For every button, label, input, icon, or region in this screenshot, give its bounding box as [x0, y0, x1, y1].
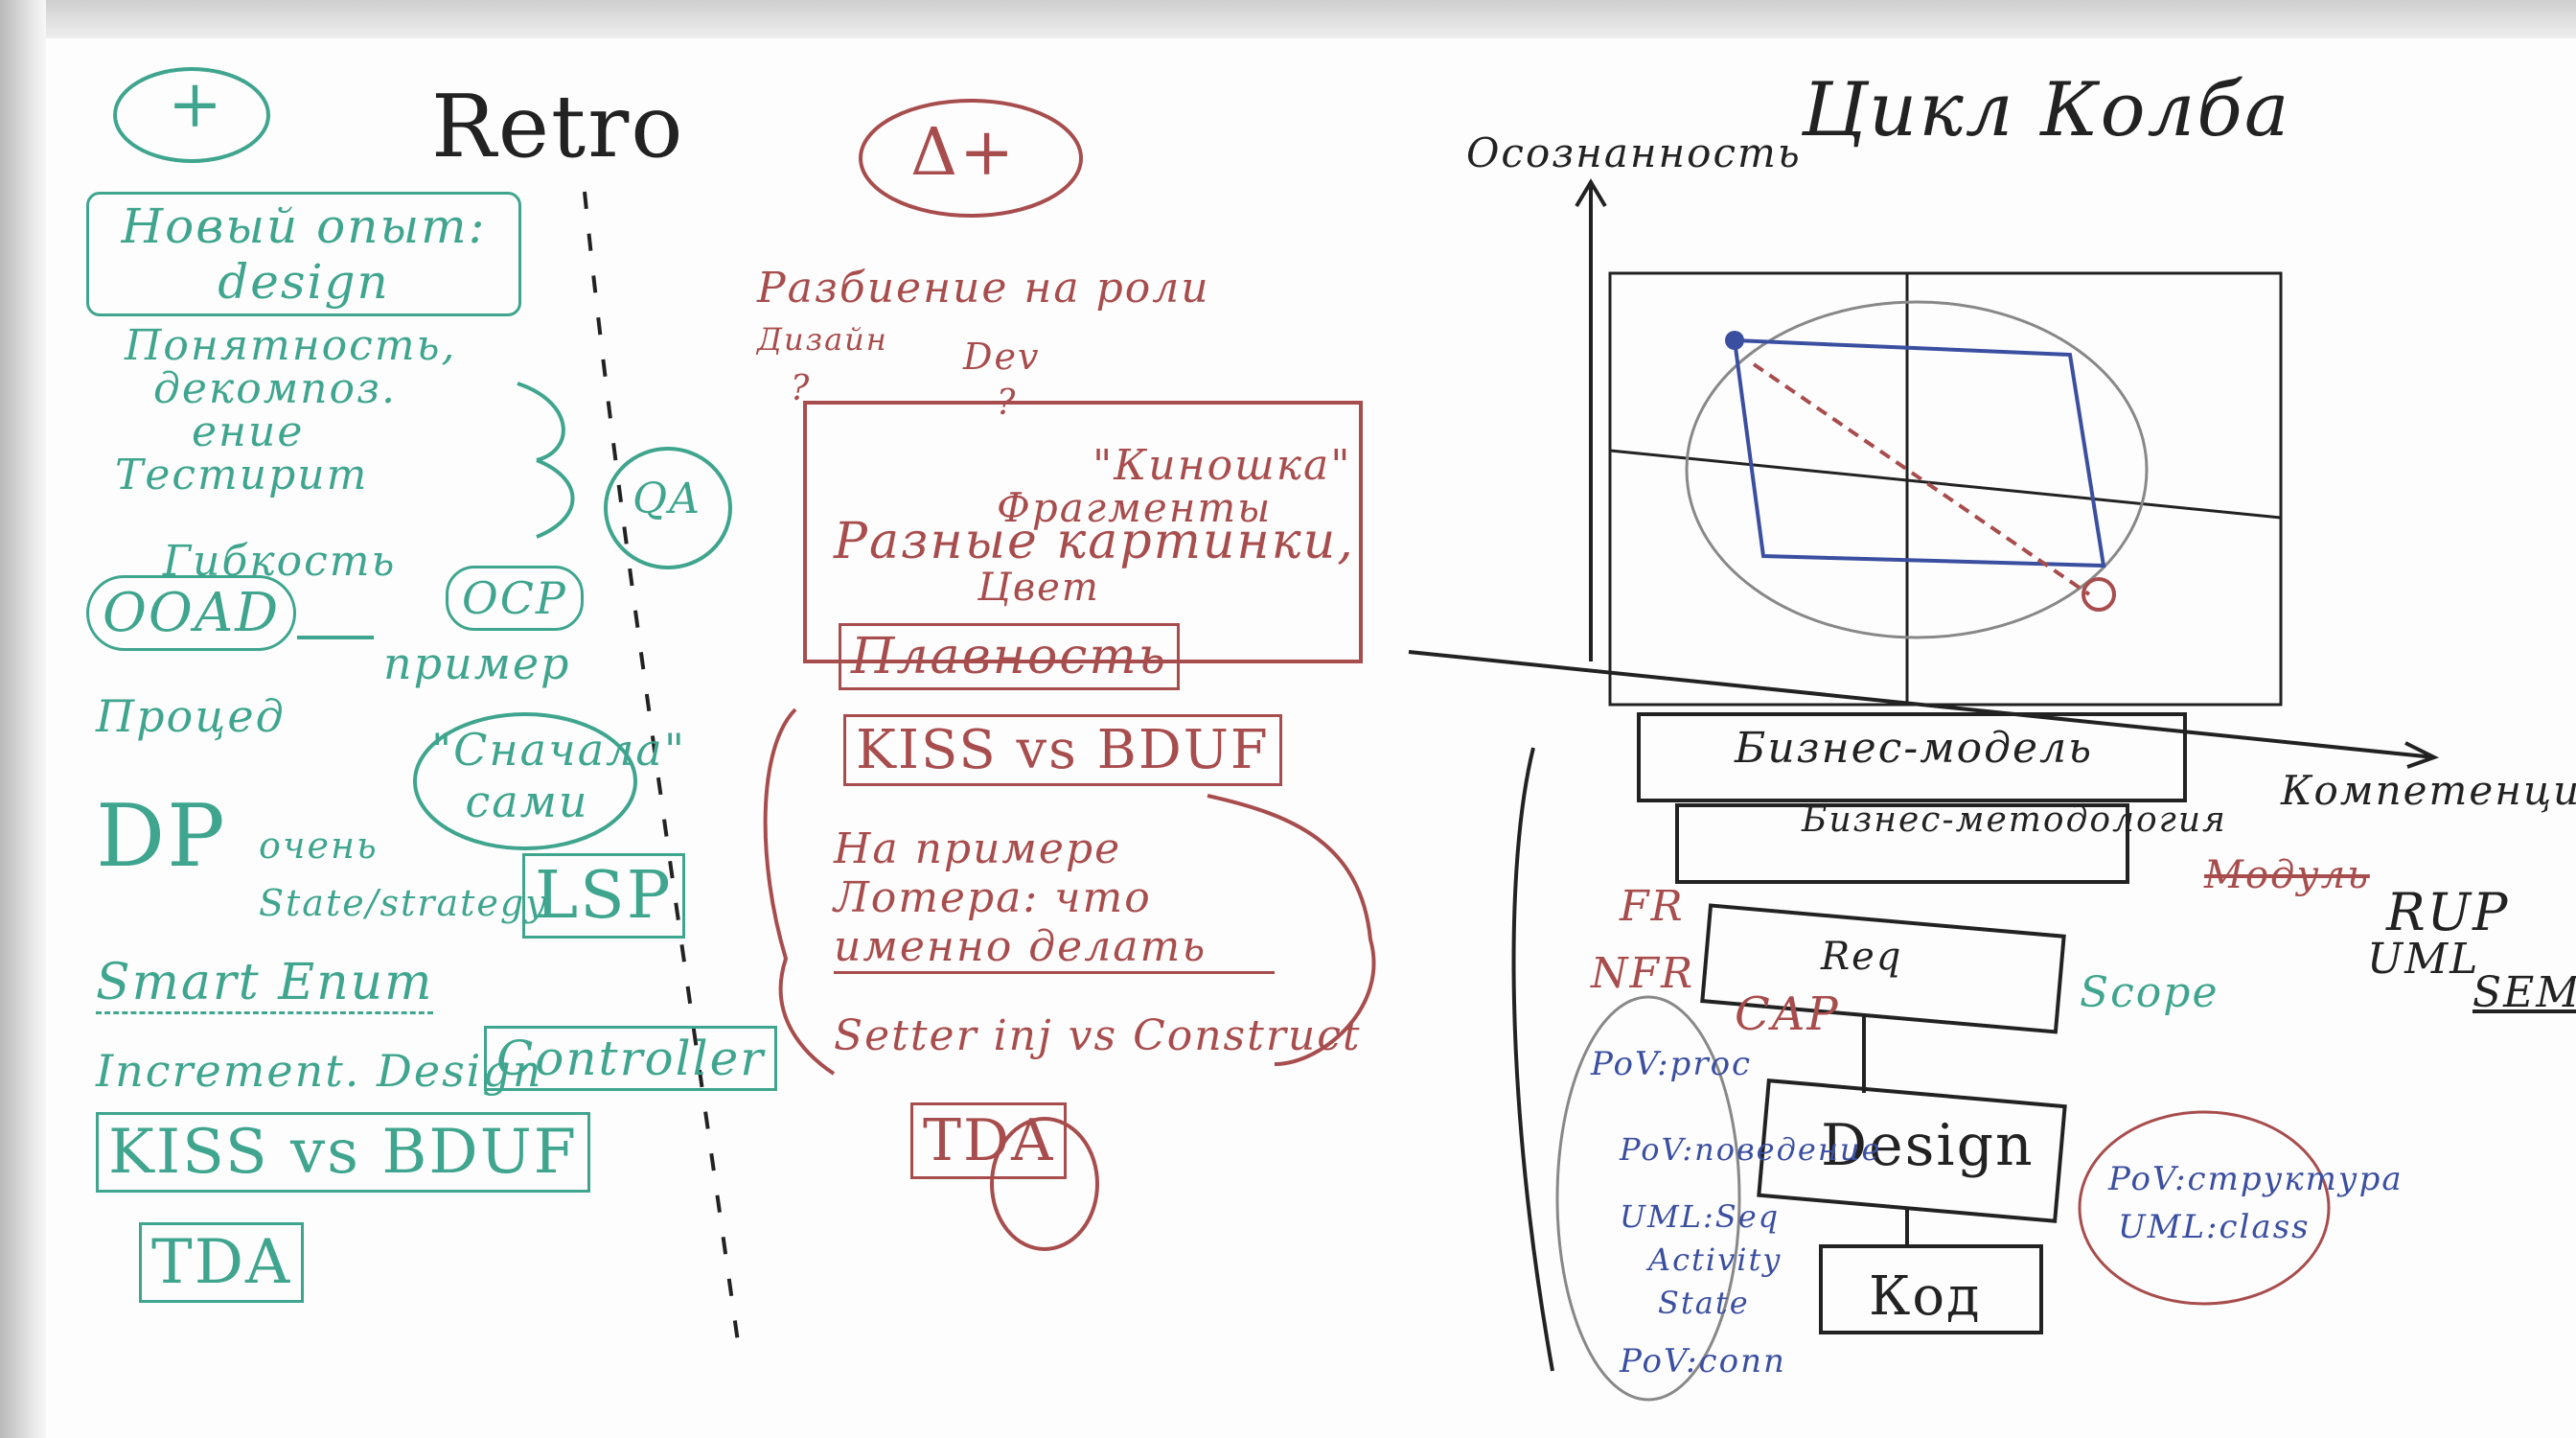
- layer-business-label: Бизнес-модель: [1735, 724, 2094, 773]
- retro-item-tda: TDA: [139, 1222, 305, 1303]
- layer-method: [1675, 803, 2129, 884]
- cycle-ellipse: [1685, 300, 2149, 639]
- retro-item-testirit: Тестирит: [115, 451, 369, 499]
- note-fr: FR: [1620, 882, 1685, 931]
- note-pov-conn: PoV:conn: [1620, 1342, 1786, 1380]
- retro-item-lsp: LSP: [522, 853, 685, 939]
- layer-req-label: Req: [1821, 935, 1903, 979]
- layer-code-label: Код: [1869, 1265, 1982, 1328]
- delta-item-raznye: Разные картинки,: [834, 513, 1355, 570]
- retro-item-smart-enum: Smart Enum: [96, 954, 434, 1014]
- retro-item-ochen: очень: [259, 824, 379, 867]
- retro-item-ooad: OOAD: [86, 575, 297, 651]
- tda-circle: [990, 1117, 1099, 1251]
- delta-item-kiss: KISS vs BDUF: [843, 714, 1282, 786]
- note-cap: CAP: [1735, 987, 1840, 1041]
- delta-item-cvet: Цвет: [978, 566, 1100, 610]
- retro-item-dp: DP: [96, 786, 227, 887]
- retro-plus: +: [168, 67, 224, 143]
- plus-circle: [113, 67, 270, 163]
- note-modul: Модуль: [2204, 853, 2370, 897]
- delta-item-fragmenty: Фрагменты: [997, 484, 1273, 531]
- mid-frame: [803, 401, 1363, 663]
- retro-item-dekompoz: декомпоз.: [153, 364, 397, 413]
- retro-item-primer: пример: [383, 638, 571, 689]
- delta-item-plavnost: Плавность: [839, 623, 1181, 690]
- delta-item-kinoshka: "Киношка": [1092, 441, 1352, 490]
- delta-item-na-primere: На примере Лотера: что именно делать: [834, 824, 1275, 974]
- snachala-ellipse: [413, 712, 637, 850]
- retro-item-ponyatnost: Понятность,: [125, 321, 457, 370]
- retro-item-state-strategy: State/strategy: [259, 882, 548, 924]
- retro-item-qa: QA: [632, 475, 702, 523]
- qa-circle: [604, 447, 732, 569]
- retro-item-ocp: OCP: [446, 566, 584, 631]
- retro-item-proced: Процед: [96, 690, 286, 742]
- rup-label: RUP: [2386, 882, 2510, 942]
- layer-req: [1700, 903, 2066, 1034]
- layer-method-label: Бизнес-методология: [1802, 800, 2227, 840]
- delta-plus: Δ+: [910, 115, 1017, 191]
- semantics-label: SEMA: [2472, 968, 2576, 1017]
- divider-dashed: [583, 191, 740, 1343]
- note-uml-seq: UML:Seq: [1620, 1198, 1781, 1235]
- axis-x-label: Компетенция: [2281, 767, 2576, 814]
- note-nfr: NFR: [1591, 949, 1695, 998]
- retro-item-novyi-opyt: Новый опыт: design: [86, 192, 521, 316]
- note-activity: Activity: [1648, 1241, 1782, 1278]
- layer-business: [1637, 712, 2187, 802]
- stack-brace: [1511, 747, 1554, 1372]
- retro-title: Retro: [431, 77, 685, 177]
- note-state: State: [1658, 1285, 1750, 1321]
- delta-circle: [859, 99, 1083, 218]
- note-pov-proc: PoV:proc: [1591, 1045, 1753, 1083]
- note-scope: Scope: [2080, 968, 2220, 1017]
- kolb-grid: [1608, 271, 2283, 707]
- kolb-title: Цикл Колба: [1802, 67, 2291, 153]
- uml-label: UML: [2367, 935, 2480, 984]
- note-pov-structure: PoV:структура: [2108, 1160, 2404, 1198]
- axis-y-label: Осознанность: [1466, 129, 1802, 176]
- role-q2: ?: [997, 383, 1018, 423]
- role-design: Дизайн: [757, 321, 888, 358]
- cycle-red: [1752, 362, 2091, 596]
- note-pov-behavior: PoV:поведение: [1620, 1131, 1882, 1168]
- retro-item-controller: Controller: [484, 1026, 778, 1091]
- retro-item-enie: ение: [192, 407, 305, 456]
- mid-brace: [1207, 794, 1376, 1066]
- note-uml-class: UML:class: [2118, 1208, 2311, 1246]
- layer-code: [1819, 1244, 2043, 1334]
- delta-item-setter: Setter inj vs Construct: [834, 1011, 1362, 1060]
- board-frame-top: [0, 0, 2576, 38]
- role-q1: ?: [791, 369, 812, 408]
- retro-item-increment-design: Increment. Design: [96, 1045, 543, 1097]
- left-brace: [763, 707, 836, 1076]
- cycle-blue: [1732, 337, 2106, 568]
- connect-arrows: [517, 382, 575, 539]
- layer-design-label: Design: [1821, 1112, 2035, 1179]
- role-dev: Dev: [963, 336, 1041, 378]
- board-frame-left: [0, 0, 46, 1438]
- delta-item-tda: TDA: [910, 1102, 1068, 1179]
- retro-item-kiss: KISS vs BDUF: [96, 1112, 591, 1193]
- retro-item-snachala: "Сначала" сами: [431, 724, 686, 827]
- roles-title: Разбиение на роли: [757, 264, 1210, 313]
